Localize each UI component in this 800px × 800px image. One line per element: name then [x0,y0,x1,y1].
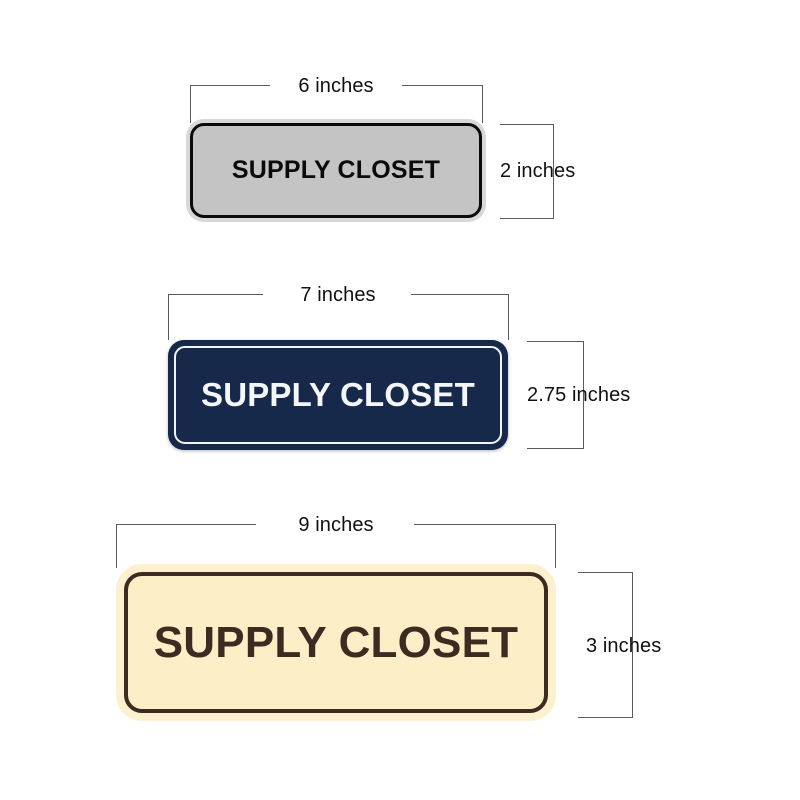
width-dimension-line-right-navy [411,294,508,295]
width-dimension-label-gray: 6 inches [298,75,374,97]
height-dimension-label-cream: 3 inches [586,635,662,657]
height-dimension-tick-bottom-cream [578,717,633,718]
sign-plate-gray[interactable]: SUPPLY CLOSET [190,123,482,218]
height-dimension-line-gray [553,124,554,219]
sign-text-navy: SUPPLY CLOSET [200,376,475,413]
height-dimension-line-cream [632,572,633,718]
width-dimension-tick-left-gray [190,85,191,123]
height-dimension-label-navy: 2.75 inches [527,384,631,406]
height-dimension-tick-top-gray [500,124,554,125]
height-dimension-tick-bottom-navy [527,448,584,449]
height-dimension-tick-top-navy [527,341,584,342]
height-dimension-tick-bottom-gray [500,218,554,219]
width-dimension-label-navy: 7 inches [300,284,376,306]
width-dimension-tick-right-navy [508,294,509,340]
width-dimension-line-left-gray [190,85,270,86]
width-dimension-line-right-cream [414,524,556,525]
height-dimension-tick-top-cream [578,572,633,573]
height-dimension-line-navy [583,341,584,449]
sign-plate-cream[interactable]: SUPPLY CLOSET [124,572,548,713]
width-dimension-line-left-cream [116,524,256,525]
width-dimension-tick-left-navy [168,294,169,340]
sign-plate-navy[interactable]: SUPPLY CLOSET [168,340,508,450]
width-dimension-line-left-navy [168,294,263,295]
width-dimension-line-right-gray [402,85,482,86]
sign-text-gray: SUPPLY CLOSET [231,156,441,184]
width-dimension-tick-right-gray [482,85,483,123]
width-dimension-tick-right-cream [555,524,556,568]
width-dimension-label-cream: 9 inches [298,514,374,536]
width-dimension-tick-left-cream [116,524,117,568]
height-dimension-label-gray: 2 inches [500,160,576,182]
sign-text-cream: SUPPLY CLOSET [153,617,519,667]
